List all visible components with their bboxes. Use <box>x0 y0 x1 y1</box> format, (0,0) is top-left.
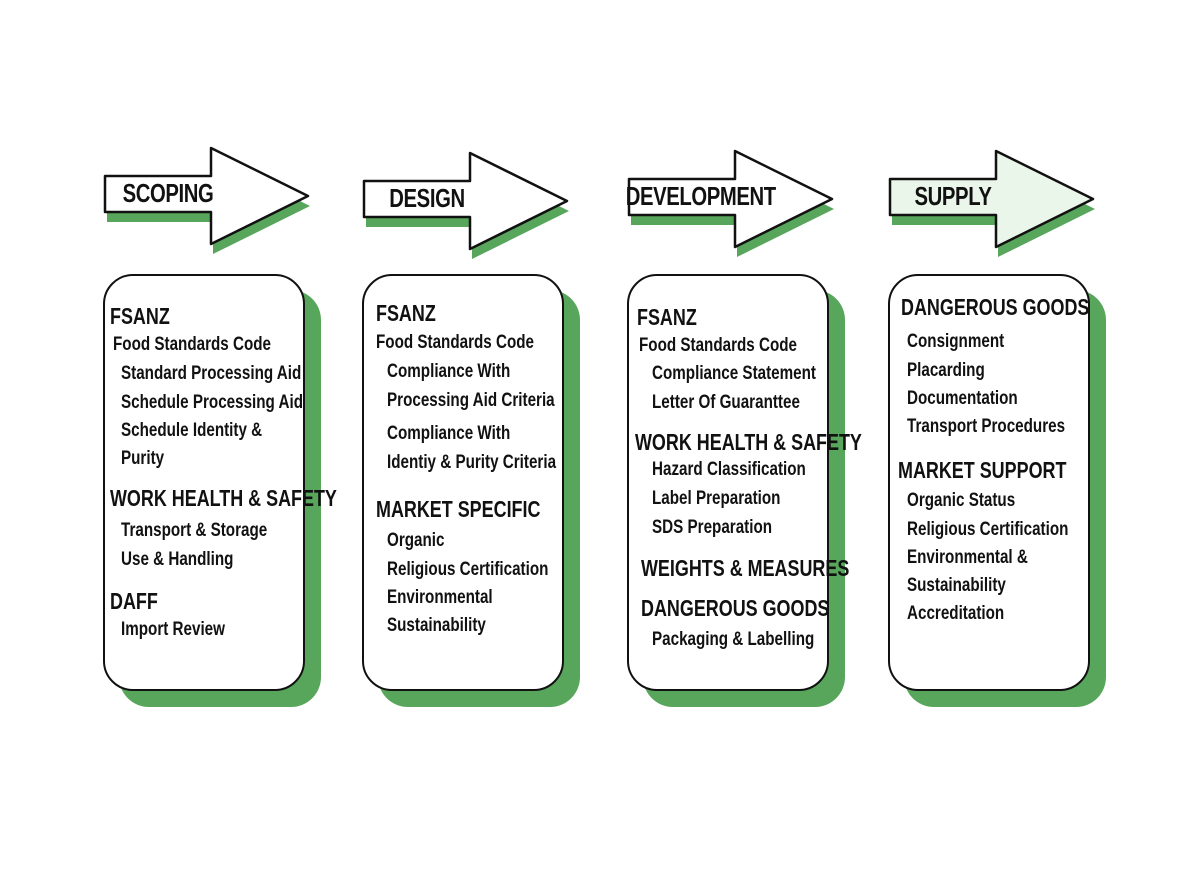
arrow-shape <box>103 146 310 246</box>
section-heading: WORK HEALTH & SAFETY <box>110 485 337 511</box>
list-item: Placarding <box>907 359 985 381</box>
list-item: Identiy & Purity Criteria <box>387 451 557 473</box>
list-item: Schedule Processing Aid <box>121 391 304 413</box>
list-item: Schedule Identity & <box>121 419 263 441</box>
list-item: Compliance Statement <box>652 362 816 384</box>
list-item: Food Standards Code <box>113 333 272 355</box>
section-heading: FSANZ <box>637 304 697 330</box>
arrow-shape <box>888 149 1095 249</box>
list-item: SDS Preparation <box>652 516 773 538</box>
list-item: Accreditation <box>907 602 1005 624</box>
list-item: Processing Aid Criteria <box>387 389 555 411</box>
list-item: Label Preparation <box>652 487 781 509</box>
stage-card <box>103 274 305 691</box>
list-item: Environmental & <box>907 546 1028 568</box>
list-item: Import Review <box>121 618 225 640</box>
list-item: Organic Status <box>907 489 1016 511</box>
section-heading: DAFF <box>110 588 158 614</box>
section-heading: MARKET SUPPORT <box>898 457 1067 483</box>
arrow-shape <box>627 149 834 249</box>
stage-card <box>627 274 829 691</box>
stage-arrow-supply <box>888 149 1095 257</box>
section-heading: FSANZ <box>376 300 436 326</box>
list-item: Religious Certification <box>907 518 1069 540</box>
list-item: Sustainability <box>907 574 1006 596</box>
section-heading: DANGEROUS GOODS <box>901 294 1090 320</box>
list-item: Documentation <box>907 387 1018 409</box>
list-item: Packaging & Labelling <box>652 628 815 650</box>
stage-arrow-scoping <box>103 146 310 254</box>
stage-label: SUPPLY <box>914 181 992 211</box>
section-heading: DANGEROUS GOODS <box>641 595 830 621</box>
stage-label: DESIGN <box>389 183 465 213</box>
list-item: Use & Handling <box>121 548 234 570</box>
stage-arrow-development <box>627 149 834 257</box>
list-item: Standard Processing Aid <box>121 362 302 384</box>
list-item: Hazard Classification <box>652 458 806 480</box>
list-item: Purity <box>121 447 165 469</box>
list-item: Sustainability <box>387 614 486 636</box>
stage-card <box>888 274 1090 691</box>
list-item: Compliance With <box>387 360 511 382</box>
list-item: Environmental <box>387 586 493 608</box>
stage-arrow-design <box>362 151 569 259</box>
section-heading: WORK HEALTH & SAFETY <box>635 429 862 455</box>
list-item: Transport Procedures <box>907 415 1066 437</box>
stage-label: DEVELOPMENT <box>625 181 776 211</box>
list-item: Food Standards Code <box>376 331 535 353</box>
list-item: Religious Certification <box>387 558 549 580</box>
section-heading: MARKET SPECIFIC <box>376 496 541 522</box>
list-item: Food Standards Code <box>639 334 798 356</box>
list-item: Transport & Storage <box>121 519 268 541</box>
stage-label: SCOPING <box>122 178 214 208</box>
section-heading: FSANZ <box>110 303 170 329</box>
stage-card <box>362 274 564 691</box>
list-item: Organic <box>387 529 445 551</box>
list-item: Letter Of Guaranttee <box>652 391 800 413</box>
section-heading: WEIGHTS & MEASURES <box>641 555 850 581</box>
arrow-shape <box>362 151 569 251</box>
list-item: Compliance With <box>387 422 511 444</box>
list-item: Consignment <box>907 330 1005 352</box>
